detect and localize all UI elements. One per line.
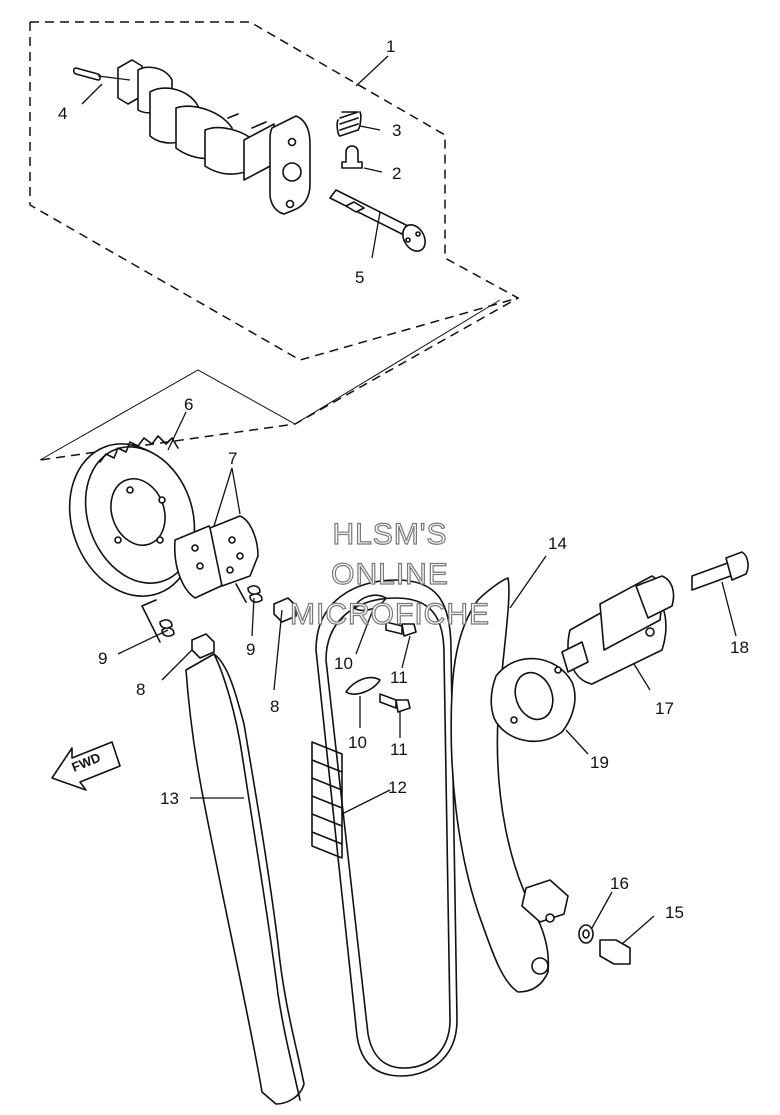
callout-2: 2 (392, 164, 401, 183)
pin-right (273, 597, 297, 623)
callout-1: 1 (386, 37, 395, 56)
watermark-line-2: ONLINE (331, 558, 449, 591)
callout-11b: 11 (390, 740, 408, 759)
callout-8a: 8 (136, 680, 145, 699)
watermark-line-3: MICROFICHE (290, 598, 490, 631)
cam-chain (315, 579, 458, 1077)
callout-17: 17 (655, 699, 674, 718)
camshaft (117, 59, 311, 215)
callout-7: 7 (228, 449, 237, 468)
washer (578, 924, 594, 944)
tensioner-gasket (490, 657, 576, 742)
callout-3: 3 (392, 121, 401, 140)
pin-left (191, 633, 215, 659)
chain-guide-stopper-lower (345, 676, 381, 695)
callout-13: 13 (160, 789, 179, 808)
callout-18: 18 (730, 638, 749, 657)
callout-14: 14 (548, 534, 567, 553)
callout-5: 5 (355, 268, 364, 287)
callout-8b: 8 (270, 697, 279, 716)
decompression-pin (341, 145, 363, 169)
callout-4: 4 (58, 104, 67, 123)
chain-guide-intake (450, 577, 569, 993)
chain-tensioner (561, 575, 675, 685)
decompression-shaft (329, 189, 426, 252)
callout-11a: 11 (390, 668, 408, 687)
reference-line (39, 299, 501, 461)
leader-lines (81, 55, 737, 945)
callout-labels: 1 2 3 4 5 6 7 8 8 9 9 10 10 11 11 12 13 … (58, 37, 749, 922)
dowel-pin (72, 67, 131, 81)
callout-10b: 10 (348, 733, 367, 752)
bolt-upper (385, 621, 417, 637)
bolt-guide (599, 939, 631, 965)
callout-10a: 10 (334, 654, 353, 673)
chain-links (311, 741, 343, 859)
spring (336, 111, 362, 137)
bolt-lower (379, 693, 411, 713)
watermark-line-1: HLSM'S (332, 518, 447, 551)
assembly-boundary-lower (29, 22, 519, 361)
callout-19: 19 (590, 753, 609, 772)
callout-9b: 9 (246, 640, 255, 659)
spring-small-left (159, 619, 175, 637)
cam-sprocket (68, 435, 196, 597)
spring-small-right (247, 585, 263, 603)
chain-guide-exhaust (185, 653, 305, 1105)
watermark: HLSM'S ONLINE MICROFICHE (289, 517, 490, 631)
callout-12: 12 (388, 778, 407, 797)
tensioner-bolt (691, 551, 749, 591)
fwd-arrow-icon (51, 741, 121, 791)
assembly-boundary (30, 21, 520, 461)
callout-15: 15 (665, 903, 684, 922)
callout-9a: 9 (98, 649, 107, 668)
callout-6: 6 (184, 395, 193, 414)
decompression-plates (141, 515, 259, 643)
callout-16: 16 (610, 874, 629, 893)
